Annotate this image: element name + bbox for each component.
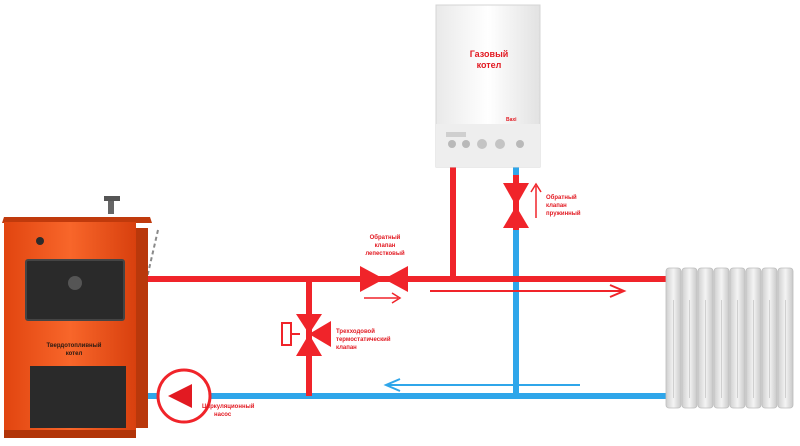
gas-boiler-label-line2: котел: [477, 60, 502, 70]
solid-fuel-boiler: Твердотопливный котел: [2, 196, 159, 438]
flow-arrow-return: [383, 378, 580, 392]
petal-valve-label-line1: Обратный: [370, 234, 401, 241]
three-way-thermostatic-valve: Трехходовой термостатический клапан: [281, 314, 391, 356]
pump-label-line1: Циркуляционный: [202, 403, 255, 410]
solid-boiler-label-line1: Твердотопливный: [47, 342, 102, 349]
gas-boiler-brand: Baxi: [506, 117, 517, 123]
spring-check-valve: Обратный клапан пружинный: [503, 182, 581, 228]
circulation-pump: Циркуляционный насос: [156, 368, 255, 424]
solid-boiler-label-line2: котел: [66, 351, 83, 357]
petal-check-valve: Обратный клапан лепестковый: [360, 234, 408, 304]
radiator: [665, 267, 794, 409]
gas-boiler: Baxi Газовый котел: [435, 4, 541, 168]
spring-valve-label-line2: клапан: [546, 203, 567, 209]
supply-pipe-gas-boiler: [450, 165, 456, 279]
petal-valve-label-line2: клапан: [375, 243, 396, 249]
spring-valve-label-line3: пружинный: [546, 210, 581, 217]
petal-valve-label-line3: лепестковый: [365, 250, 405, 257]
lower-door: [30, 366, 126, 428]
three-way-label-line2: термостатический: [336, 336, 391, 343]
three-way-label-line1: Трехходовой: [336, 328, 375, 335]
three-way-label-line3: клапан: [336, 345, 357, 351]
pump-label-line2: насос: [214, 412, 232, 418]
spring-valve-label-line1: Обратный: [546, 194, 577, 201]
gas-boiler-label-line1: Газовый: [470, 49, 509, 59]
flow-arrow-supply: [430, 284, 627, 298]
return-pipe-bottom: [132, 393, 670, 399]
